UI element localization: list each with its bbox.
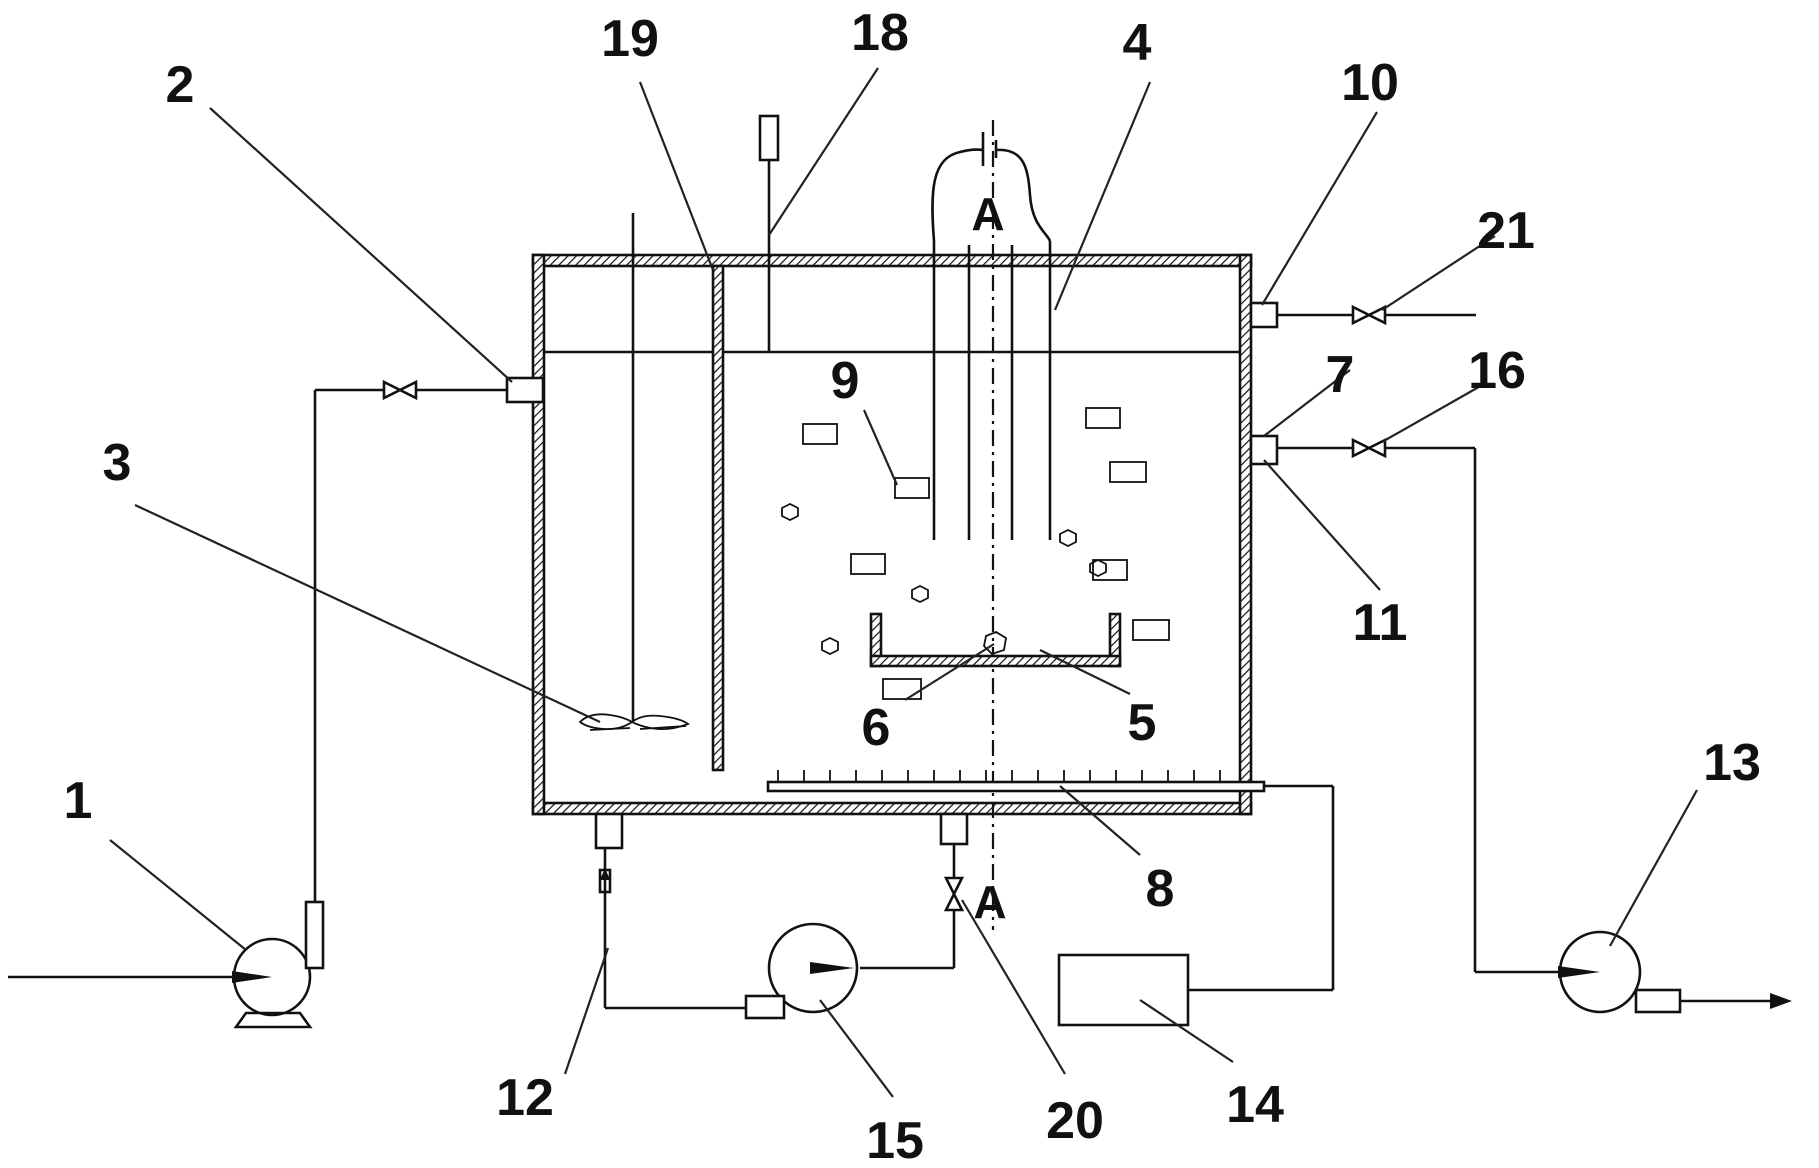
label-7: 7 <box>1326 346 1355 404</box>
reactor-tank <box>531 253 1253 816</box>
outlet-pump <box>1558 930 1792 1014</box>
circulation-pump <box>744 922 859 1020</box>
part-labels: 1 2 3 4 5 6 7 8 9 10 11 12 13 14 15 16 1… <box>64 4 1761 1168</box>
label-3: 3 <box>103 434 132 492</box>
probe-sensor <box>758 114 780 352</box>
label-21: 21 <box>1477 202 1535 260</box>
inlet-nozzle <box>505 376 545 404</box>
label-15: 15 <box>866 1112 924 1168</box>
inlet-pump <box>8 388 508 1029</box>
electrode-rods <box>932 241 1052 540</box>
label-8: 8 <box>1146 860 1175 918</box>
label-19: 19 <box>601 10 659 68</box>
gas-outlet-pipe <box>1277 304 1476 326</box>
label-20: 20 <box>1046 1092 1104 1150</box>
effluent-outlet-nozzle <box>1249 434 1279 466</box>
label-2: 2 <box>166 56 195 114</box>
label-6: 6 <box>862 699 891 757</box>
label-12: 12 <box>496 1069 554 1127</box>
air-blower-box <box>1057 953 1190 1027</box>
label-10: 10 <box>1341 54 1399 112</box>
section-mark-bottom: A <box>973 876 1006 928</box>
label-9: 9 <box>831 352 860 410</box>
leader-lines <box>109 67 1698 1098</box>
aeration-plate <box>766 770 1335 992</box>
label-1: 1 <box>64 772 93 830</box>
recirculation-loop <box>594 812 969 1010</box>
carrier-tray <box>869 612 1122 668</box>
effluent-line <box>1277 437 1558 974</box>
section-mark-top: A <box>971 188 1004 240</box>
label-18: 18 <box>851 4 909 62</box>
stirrer <box>578 213 690 731</box>
label-14: 14 <box>1226 1076 1284 1134</box>
power-supply-wire <box>931 132 1052 242</box>
baffle-plate <box>711 264 725 772</box>
label-5: 5 <box>1128 694 1157 752</box>
gas-outlet-nozzle <box>1249 301 1279 329</box>
particle-marker <box>983 630 1007 656</box>
label-13: 13 <box>1703 734 1761 792</box>
label-4: 4 <box>1123 14 1152 72</box>
inlet-valve <box>382 379 418 401</box>
label-16: 16 <box>1468 342 1526 400</box>
label-11: 11 <box>1353 594 1408 652</box>
